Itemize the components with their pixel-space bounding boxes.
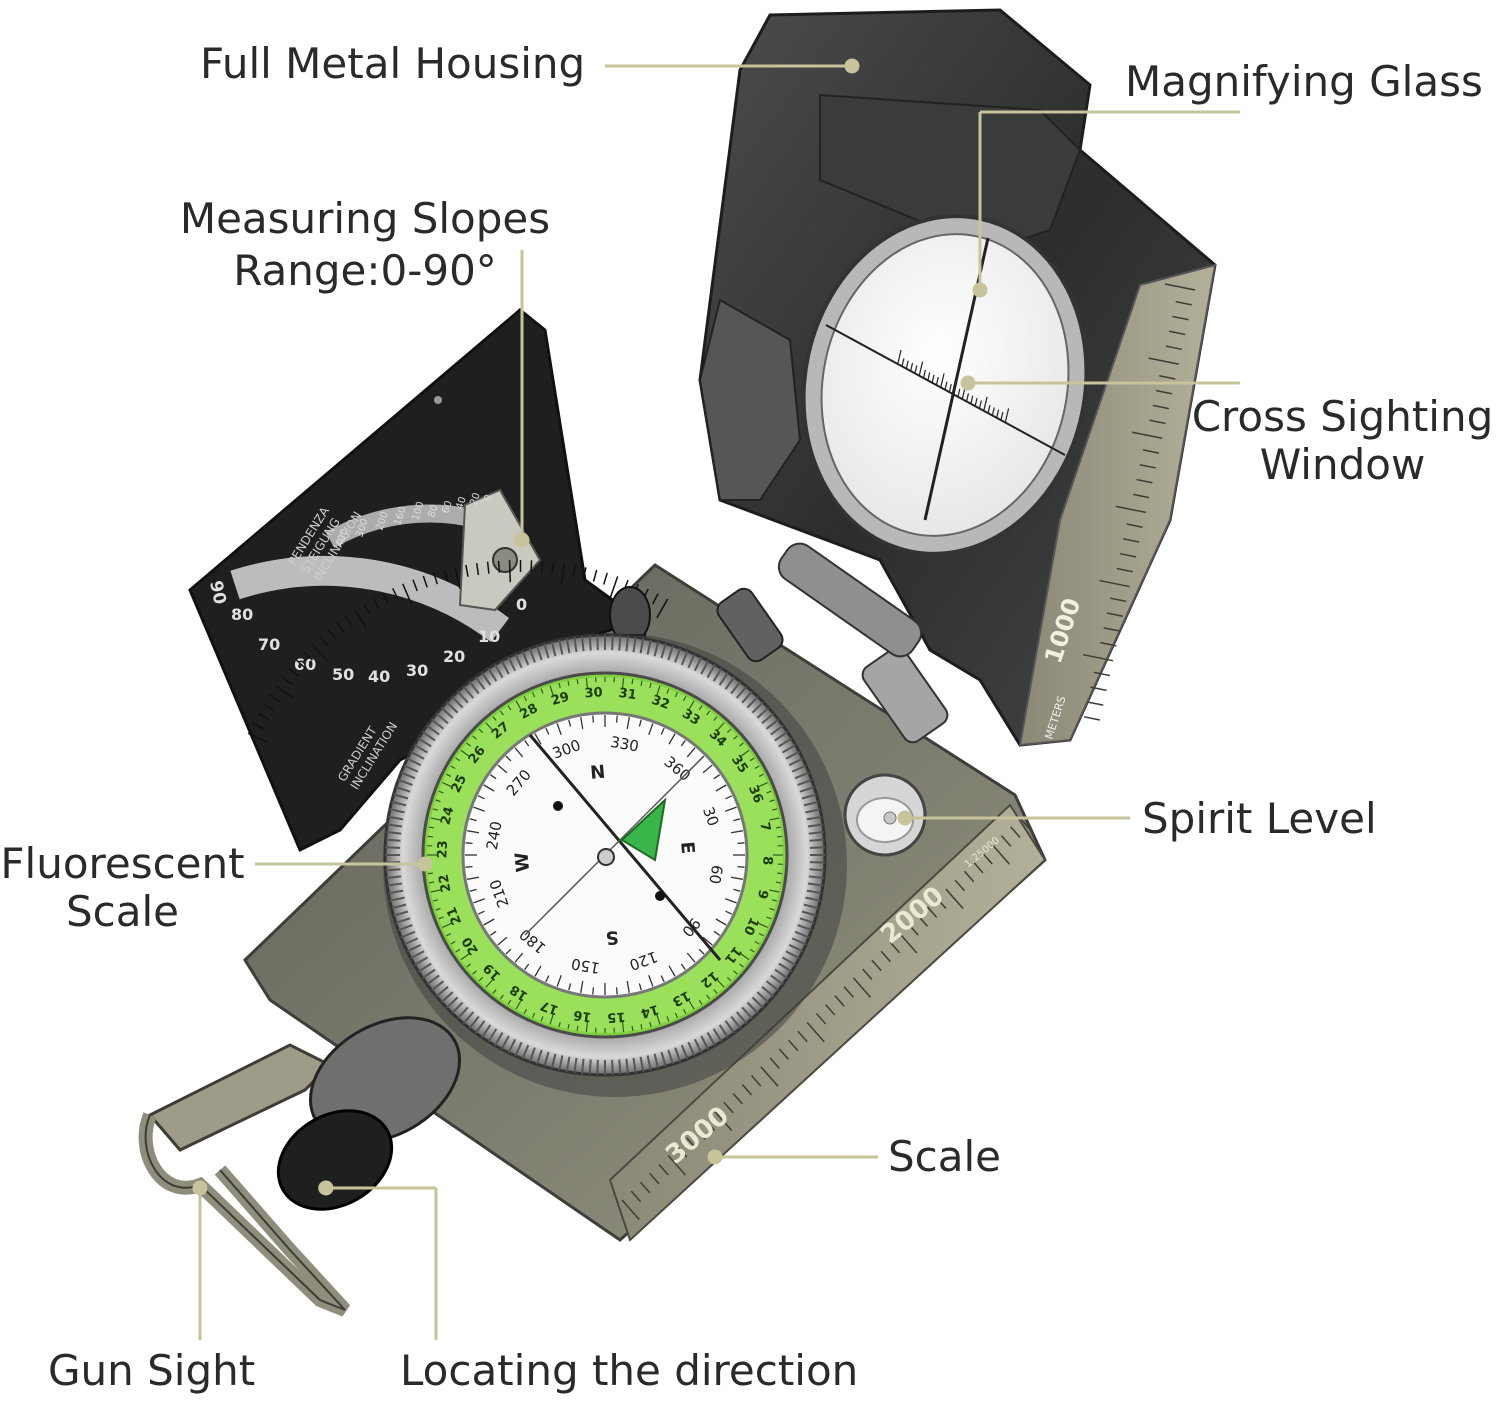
clinometer-deg-40: 40 <box>368 667 390 686</box>
callout-fluorescent-line1: Fluorescent <box>0 840 245 888</box>
clinometer-tick <box>542 561 543 573</box>
knurl-tick <box>810 847 825 848</box>
bezel-tick <box>428 836 433 837</box>
bezel-tick <box>632 1026 633 1031</box>
dial-cardinal-letter: N <box>589 762 606 784</box>
dial-tick <box>737 843 744 844</box>
bezel-tick <box>776 827 781 828</box>
callout-gun-sight: Gun Sight <box>48 1347 255 1395</box>
spirit-level <box>845 775 925 855</box>
bezel-tick <box>429 882 434 883</box>
bezel-number: 8 <box>759 856 774 866</box>
clinometer-deg-10: 10 <box>478 627 500 646</box>
lid-ruler-tick <box>1084 717 1100 720</box>
dial-tick <box>617 987 618 994</box>
dial-tick <box>466 843 473 844</box>
knurl-tick <box>385 847 400 848</box>
knurl-tick <box>619 636 620 651</box>
bezel-tick <box>777 836 782 837</box>
callout-scale: Scale <box>888 1133 1001 1181</box>
clinometer-deg-50: 50 <box>332 665 354 684</box>
bezel-tick <box>777 873 782 874</box>
bezel-tick <box>429 827 434 828</box>
clinometer-deg-60: 60 <box>294 655 316 674</box>
clinometer-tick <box>604 573 607 584</box>
clinometer-deg-30: 30 <box>406 661 428 680</box>
clinometer-deg-20: 20 <box>443 647 465 666</box>
dial-cardinal-letter: W <box>511 851 534 873</box>
callout-full-metal-housing: Full Metal Housing <box>200 40 585 88</box>
knurl-tick <box>590 1060 591 1075</box>
bezel-tick <box>428 873 433 874</box>
bezel-number: 31 <box>618 686 638 703</box>
callout-cross-sighting-window: Cross Sighting Window <box>1190 393 1495 489</box>
callout-cross-sighting-line2: Window <box>1190 441 1495 489</box>
clinometer-tick <box>594 570 597 582</box>
bezel-number: 16 <box>572 1007 592 1024</box>
clinometer-deg-0: 0 <box>516 595 527 614</box>
dial-tick <box>737 867 744 868</box>
callout-locating-direction: Locating the direction <box>400 1347 858 1395</box>
clinometer-tick <box>510 560 511 582</box>
knurl-tick <box>597 635 598 650</box>
knurl-tick <box>386 869 401 870</box>
dial-tick <box>593 987 594 994</box>
callout-magnifying-glass: Magnifying Glass <box>1125 58 1483 106</box>
bezel-tick <box>577 1026 578 1031</box>
bezel-tick <box>776 882 781 883</box>
knurl-tick <box>619 1060 620 1075</box>
knurl-tick <box>612 635 613 650</box>
callout-fluorescent-line2: Scale <box>0 888 245 936</box>
clinometer-deg-80: 80 <box>231 605 253 624</box>
knurl-tick <box>810 840 825 841</box>
bezel-tick <box>577 679 578 684</box>
dial-degree-number: 60 <box>705 864 726 886</box>
bezel-number: 23 <box>435 840 451 859</box>
knurl-tick <box>810 869 825 870</box>
knurl-tick <box>810 862 825 863</box>
dial-tick <box>466 867 473 868</box>
bezel-tick <box>632 679 633 684</box>
dial-tick <box>617 716 618 723</box>
callout-cross-sighting-line1: Cross Sighting <box>1190 393 1495 441</box>
clinometer-deg-70: 70 <box>258 635 280 654</box>
dial-tick <box>593 716 594 723</box>
knurl-tick <box>597 1060 598 1075</box>
callout-spirit-level: Spirit Level <box>1142 795 1377 843</box>
knurl-tick <box>590 636 591 651</box>
dial-cardinal-letter: E <box>676 841 698 855</box>
callout-fluorescent-scale: Fluorescent Scale <box>0 840 245 936</box>
callout-measuring-slopes-line1: Measuring Slopes <box>175 195 555 243</box>
knurl-tick <box>386 840 401 841</box>
dial-cardinal-letter: S <box>605 926 620 948</box>
callout-measuring-slopes-line2: Range:0-90° <box>175 247 555 295</box>
knurl-tick <box>612 1060 613 1075</box>
lid-ruler-tick <box>1087 702 1103 705</box>
clinometer-tick <box>499 561 500 573</box>
callout-measuring-slopes: Measuring Slopes Range:0-90° <box>175 195 555 295</box>
